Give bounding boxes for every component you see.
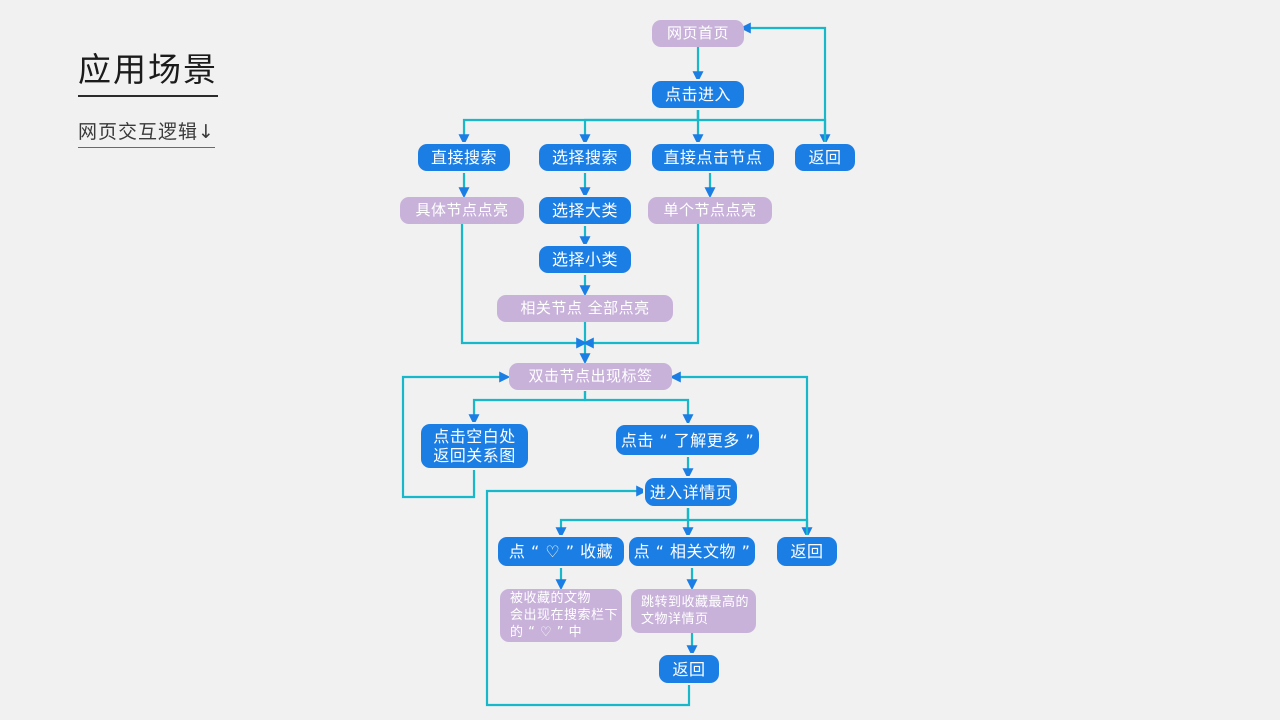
- node-back-bottom[interactable]: 返回: [659, 655, 719, 683]
- node-click-node[interactable]: 直接点击节点: [652, 144, 774, 171]
- node-related-relics[interactable]: 点 “ 相关文物 ”: [629, 537, 755, 566]
- page-subtitle: 网页交互逻辑↓: [78, 119, 215, 148]
- wire-single-lit-to-merge: [582, 224, 700, 349]
- wire-node-lit-to-merge: [460, 224, 588, 349]
- page-title: 应用场景: [78, 48, 218, 97]
- node-select-search[interactable]: 选择搜索: [539, 144, 631, 171]
- node-direct-search[interactable]: 直接搜索: [418, 144, 510, 171]
- node-favorite-note[interactable]: 被收藏的文物 会出现在搜索栏下 的 “ ♡ ” 中: [500, 589, 622, 642]
- node-click-blank-return[interactable]: 点击空白处 返回关系图: [421, 424, 528, 468]
- wire-enter-to-direct-search: [458, 108, 700, 146]
- node-favorite[interactable]: 点 “ ♡ ” 收藏: [498, 537, 624, 566]
- wire-detail-to-favorite: [555, 506, 690, 539]
- node-back-from-detail[interactable]: 返回: [777, 537, 837, 566]
- node-enter[interactable]: 点击进入: [652, 81, 744, 108]
- wire-enter-to-select-search: [579, 108, 700, 146]
- wire-dblclick-to-blank-back: [468, 391, 587, 426]
- heading-block: 应用场景 网页交互逻辑↓: [78, 48, 408, 148]
- node-back-top[interactable]: 返回: [795, 144, 855, 171]
- wire-back-top-to-home: [739, 22, 827, 143]
- wire-enter-to-back-top: [696, 108, 831, 146]
- node-jump-note[interactable]: 跳转到收藏最高的 文物详情页: [631, 589, 756, 633]
- node-detail-page[interactable]: 进入详情页: [645, 478, 737, 506]
- wire-dblclick-to-learn-more: [583, 391, 694, 426]
- node-single-node-lit[interactable]: 单个节点点亮: [648, 197, 772, 224]
- wire-detail-to-back-detail: [686, 506, 813, 539]
- wire-back-detail-to-dblclick: [669, 371, 809, 536]
- node-home[interactable]: 网页首页: [652, 20, 744, 47]
- node-doubleclick-tag[interactable]: 双击节点出现标签: [509, 363, 672, 390]
- node-pick-minor-category[interactable]: 选择小类: [539, 246, 631, 273]
- node-all-related-lit[interactable]: 相关节点 全部点亮: [497, 295, 673, 322]
- node-pick-major-category[interactable]: 选择大类: [539, 197, 631, 224]
- node-learn-more[interactable]: 点击 “ 了解更多 ”: [616, 425, 759, 455]
- node-specific-node-lit[interactable]: 具体节点点亮: [400, 197, 524, 224]
